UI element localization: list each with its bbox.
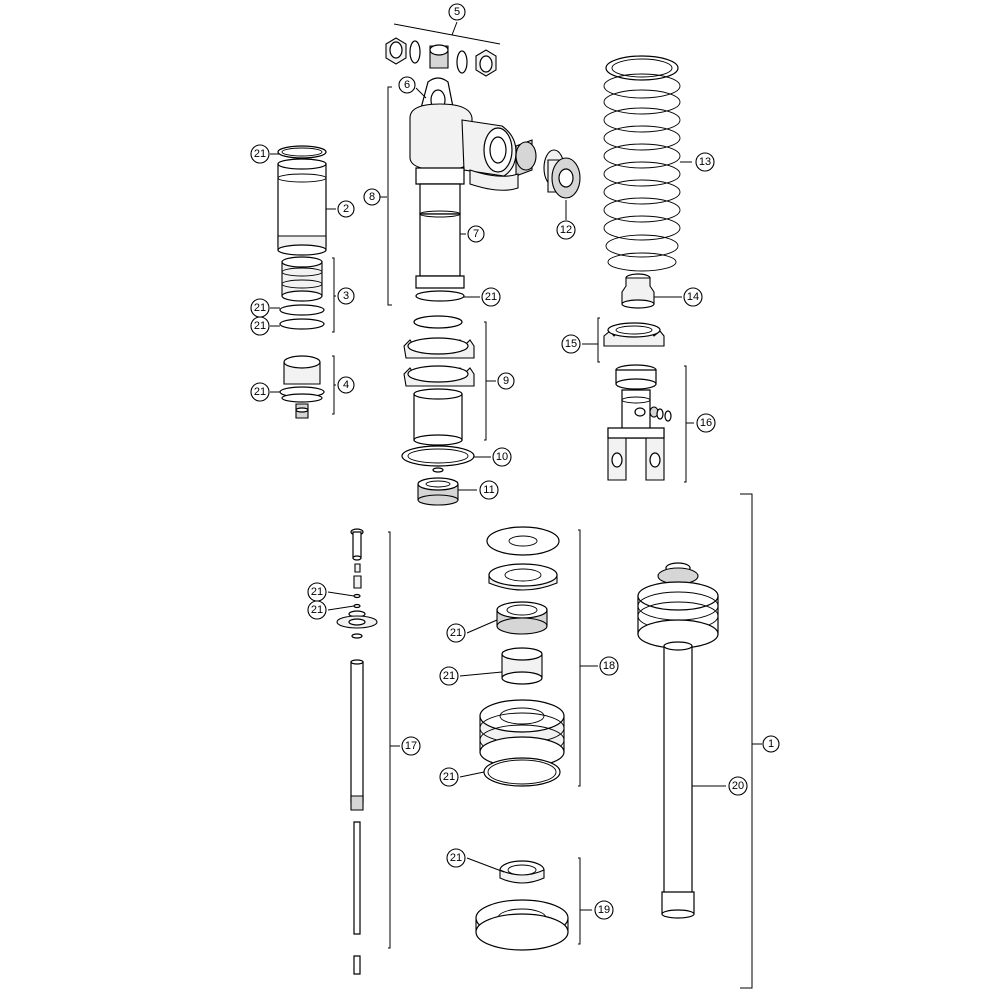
callout-label: 21 [254, 302, 266, 314]
callout-20: 20 [728, 776, 748, 796]
callout-10: 10 [492, 447, 512, 467]
callout-label: 6 [404, 79, 410, 91]
callout-21-piston-upper: 21 [250, 298, 270, 318]
part-6-eyelet-body [409, 77, 537, 191]
callout-label: 21 [254, 386, 266, 398]
callout-1: 1 [762, 735, 780, 753]
part-18-seal-head [479, 526, 581, 787]
callout-label: 21 [450, 852, 462, 864]
part-19-lower-seat [475, 857, 581, 951]
callout-15: 15 [561, 334, 581, 354]
part-15-spring-seat [597, 317, 665, 363]
part-13-coil-spring [603, 55, 681, 272]
callout-label: 12 [560, 224, 572, 236]
callout-label: 10 [496, 451, 508, 463]
part-7-body-tube [415, 167, 465, 302]
callout-7: 7 [467, 225, 485, 243]
callout-label: 20 [732, 780, 744, 792]
callout-6: 6 [398, 76, 416, 94]
bracket-8 [380, 86, 392, 306]
callout-label: 4 [343, 379, 349, 391]
part-11-cap-nut [417, 477, 459, 506]
callout-label: 21 [311, 586, 323, 598]
callout-17: 17 [401, 736, 421, 756]
callout-label: 21 [450, 627, 462, 639]
part-4-cap [279, 355, 335, 419]
callout-4: 4 [337, 376, 355, 394]
callout-14: 14 [683, 287, 703, 307]
callout-2: 2 [337, 200, 355, 218]
callout-21-bearing: 21 [446, 623, 466, 643]
callout-label: 14 [687, 291, 699, 303]
callout-label: 5 [454, 6, 460, 18]
callout-12: 12 [556, 220, 576, 240]
callout-label: 18 [603, 660, 615, 672]
part-9-preload-assembly [403, 315, 487, 446]
part-10-washer [401, 445, 475, 473]
callout-label: 13 [699, 156, 711, 168]
callout-11: 11 [479, 480, 499, 500]
callout-18: 18 [599, 656, 619, 676]
callout-label: 21 [443, 670, 455, 682]
callout-21-lower-seat: 21 [446, 848, 466, 868]
callout-21-piston-lower: 21 [250, 316, 270, 336]
callout-13: 13 [695, 152, 715, 172]
part-14-bump-stop [621, 273, 655, 309]
callout-21-cap: 21 [250, 382, 270, 402]
callout-label: 19 [598, 904, 610, 916]
callout-label: 8 [369, 191, 375, 203]
callout-21-shaft-upper: 21 [307, 582, 327, 602]
callout-3: 3 [337, 287, 355, 305]
leader-lines [270, 87, 762, 911]
callout-label: 7 [473, 228, 479, 240]
part-17-shaft-assembly [336, 528, 391, 975]
callout-label: 9 [503, 375, 509, 387]
callout-21-reservoir-top: 21 [250, 144, 270, 164]
callout-label: 21 [254, 148, 266, 160]
part-12-adjuster-knob [543, 149, 581, 220]
callout-21-body-tube: 21 [481, 287, 501, 307]
callout-label: 11 [483, 484, 494, 496]
part-2-reservoir [277, 158, 327, 256]
part-16-clevis [607, 364, 687, 483]
part-20-damper-tube [637, 493, 753, 989]
callout-label: 17 [405, 740, 417, 752]
callout-16: 16 [696, 413, 716, 433]
callout-label: 15 [565, 338, 577, 350]
callout-9: 9 [497, 372, 515, 390]
callout-5: 5 [448, 3, 466, 21]
part-21-oring-top [277, 145, 327, 159]
callout-21-bushing: 21 [439, 666, 459, 686]
callout-label: 21 [485, 291, 497, 303]
part-3-piston [279, 256, 335, 333]
callout-label: 21 [443, 771, 455, 783]
callout-label: 3 [343, 290, 349, 302]
callout-label: 2 [343, 203, 349, 215]
part-5-bushing-set [385, 21, 501, 77]
callout-label: 21 [254, 320, 266, 332]
callout-21-seal-head: 21 [439, 767, 459, 787]
callout-label: 1 [768, 738, 774, 750]
callout-8: 8 [363, 188, 381, 206]
callout-19: 19 [594, 900, 614, 920]
callout-label: 16 [700, 417, 712, 429]
callout-label: 21 [311, 604, 323, 616]
callout-21-shaft-lower: 21 [307, 600, 327, 620]
